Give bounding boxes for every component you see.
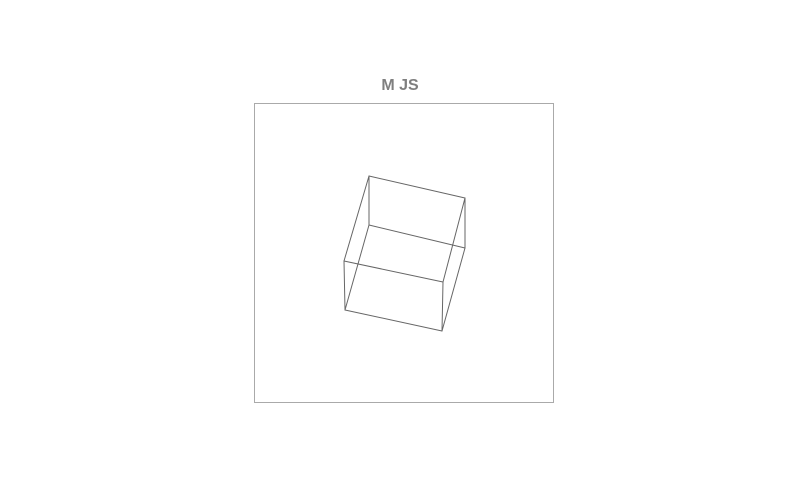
cube-edge bbox=[344, 224, 370, 311]
cube-edge bbox=[441, 247, 466, 332]
cube-edge bbox=[343, 175, 370, 262]
page-title: M JS bbox=[381, 77, 419, 94]
cube-edge bbox=[368, 175, 466, 199]
cube-edge bbox=[441, 281, 444, 332]
cube-edge bbox=[343, 260, 444, 283]
render-viewport[interactable] bbox=[254, 103, 554, 403]
cube-edge bbox=[343, 260, 346, 311]
cube-edge bbox=[368, 224, 466, 249]
cube-edge bbox=[344, 309, 443, 332]
cube-edge bbox=[442, 197, 466, 283]
cube-wireframe bbox=[343, 175, 466, 332]
